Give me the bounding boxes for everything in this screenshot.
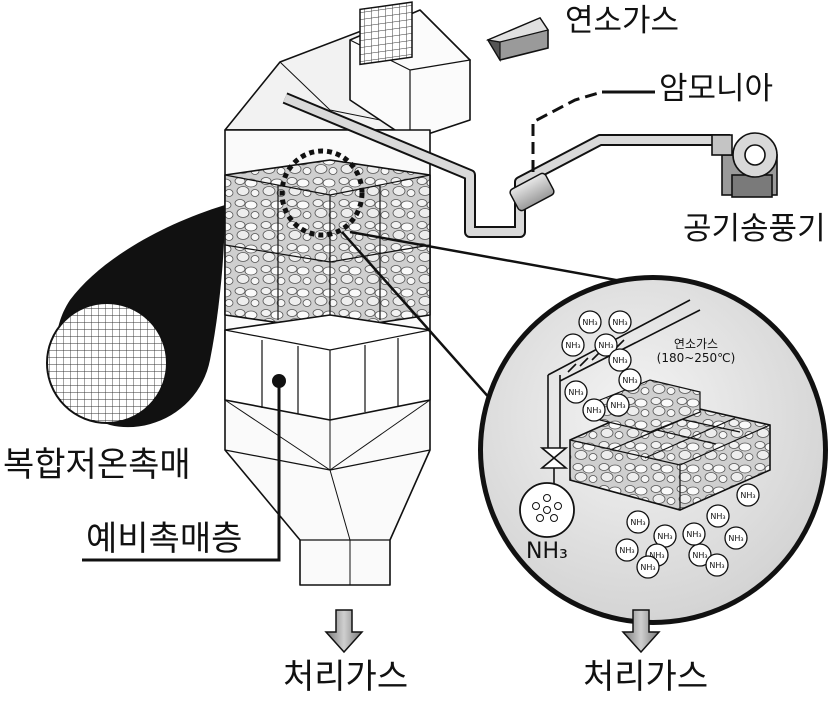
inlet-mesh-grid (359, 1, 413, 66)
nh3-molecule-icon (578, 310, 602, 334)
nh3-molecule-icon (618, 368, 642, 392)
reactor-tower (224, 9, 471, 586)
nh3-molecule-label: NH₃ (728, 534, 743, 543)
nh3-molecule-icon (706, 504, 730, 528)
treated-gas-arrow-left-icon (324, 609, 364, 654)
label-air-blower: 공기송풍기 (683, 211, 826, 247)
pipe-coupling (509, 172, 555, 212)
nh3-molecule-icon (636, 555, 660, 579)
nh3-molecule-icon (736, 483, 760, 507)
valve-icon (539, 447, 569, 469)
blower-icon (711, 132, 778, 198)
label-composite-catalyst: 복합저온촉매 (3, 445, 191, 485)
nh3-molecule-label: NH₃ (612, 318, 627, 327)
nh3-molecule-label: NH₃ (710, 512, 725, 521)
label-treated-gas-right: 처리가스 (583, 657, 709, 697)
nh3-molecule-label: NH₃ (740, 491, 755, 500)
label-ammonia: 암모니아 (659, 71, 774, 107)
nh3-molecule-label: NH₃ (686, 530, 701, 539)
label-pre-catalyst-layer: 예비촉매층 (86, 519, 243, 559)
nh3-source-label: NH₃ (526, 539, 568, 564)
nh3-molecule-icon (724, 526, 748, 550)
nh3-molecule-label: NH₃ (649, 551, 664, 560)
nh3-molecule-label: NH₃ (586, 406, 601, 415)
nh3-molecule-icon (606, 393, 630, 417)
composite-catalyst-zoom (46, 205, 225, 428)
magnify-highlight-circle (279, 148, 365, 238)
ammonia-feed-dashed-line (531, 90, 603, 172)
nh3-molecule-icon (608, 310, 632, 334)
label-combustion-gas: 연소가스 (565, 3, 680, 39)
nh3-molecule-label: NH₃ (610, 401, 625, 410)
nh3-molecule-label: NH₃ (568, 388, 583, 397)
nh3-molecule-label: NH₃ (598, 341, 613, 350)
nh3-molecule-label: NH₃ (619, 546, 634, 555)
nh3-molecule-icon (594, 333, 618, 357)
nh3-molecule-icon (561, 333, 585, 357)
nh3-molecule-label: NH₃ (565, 341, 580, 350)
nh3-molecule-label: NH₃ (709, 561, 724, 570)
nh3-molecule-label: NH₃ (622, 376, 637, 385)
nh3-molecule-icon (688, 543, 712, 567)
treated-gas-arrow-right-icon (621, 609, 661, 654)
nh3-molecule-label: NH₃ (582, 318, 597, 327)
combustion-gas-inlet-arrow-icon (485, 17, 549, 63)
nh3-molecule-icon (705, 553, 729, 577)
nh3-molecule-icon (608, 348, 632, 372)
inset-gas-label: 연소가스 (180~250℃) (656, 337, 736, 365)
nh3-molecule-label: NH₃ (612, 356, 627, 365)
lens-connector-lines (341, 230, 661, 411)
ammonia-pipe (282, 92, 730, 238)
nh3-tank-icon (519, 482, 575, 538)
nh3-molecule-label: NH₃ (657, 532, 672, 541)
nh3-molecule-label: NH₃ (692, 551, 707, 560)
nh3-molecule-icon (626, 510, 650, 534)
nh3-molecule-icon (615, 538, 639, 562)
nh3-molecule-label: NH₃ (630, 518, 645, 527)
nh3-molecule-icon (564, 380, 588, 404)
nh3-molecule-icon (582, 398, 606, 422)
nh3-molecule-icon (682, 522, 706, 546)
nh3-molecule-label: NH₃ (640, 563, 655, 572)
pre-catalyst-pointer (82, 374, 286, 562)
label-treated-gas-left: 처리가스 (283, 657, 409, 697)
